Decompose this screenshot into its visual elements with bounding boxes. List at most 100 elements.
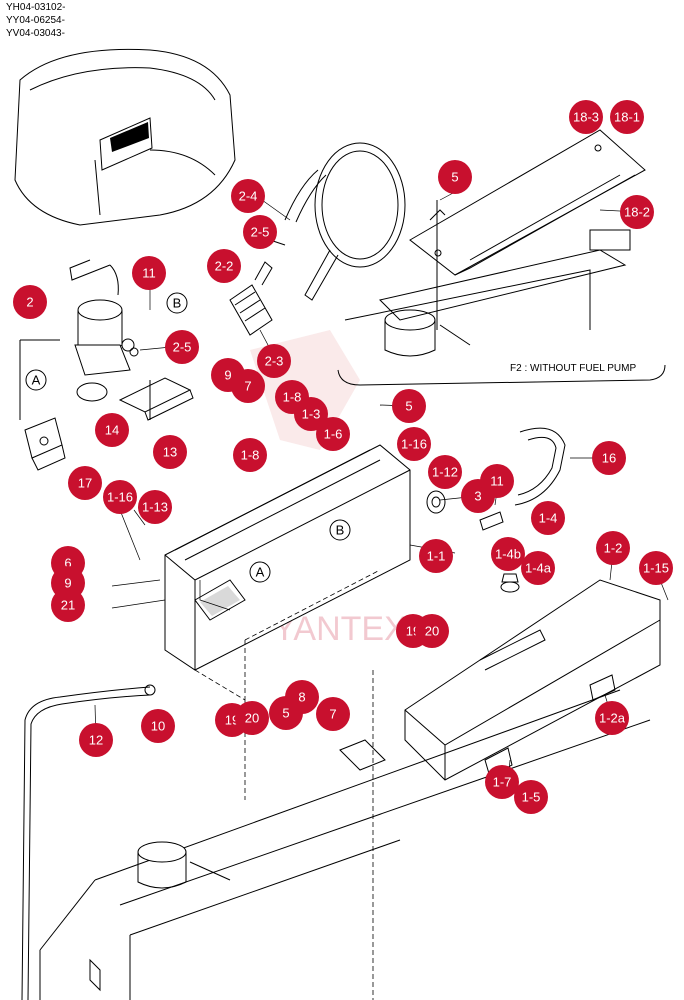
callout-badge [316, 417, 350, 451]
callout-label: 20 [425, 624, 439, 639]
callout-label: 2-5 [173, 340, 192, 355]
callout-label: 1-8 [283, 390, 302, 405]
callout-badge [592, 441, 626, 475]
tank-cover [404, 573, 661, 781]
callout-label: 1-16 [107, 490, 133, 505]
callout-badge [392, 389, 426, 423]
callout-badge [639, 551, 673, 585]
ref-b-tank-label: B [336, 523, 345, 538]
callout-badge [231, 369, 265, 403]
machine-canopy [14, 48, 236, 226]
hose-assembly [426, 427, 566, 531]
fuel-hose-coil [284, 142, 406, 301]
callout-badge [596, 531, 630, 565]
callout-badge [569, 100, 603, 134]
callout-label: 2 [26, 295, 33, 310]
ref-a-tank-label: A [256, 565, 265, 580]
callout-badge [428, 455, 462, 489]
callout-badge [243, 215, 277, 249]
callout-badge [480, 464, 514, 498]
callout-badge [491, 537, 525, 571]
callout-label: 2-5 [251, 225, 270, 240]
callout-label: 11 [142, 266, 156, 281]
callout-label: 1-4a [525, 561, 552, 576]
callout-label: 5 [451, 170, 458, 185]
callout-badge [485, 765, 519, 799]
callout-badge [132, 256, 166, 290]
callout-label: 7 [329, 707, 336, 722]
callout-label: 1-8 [241, 448, 260, 463]
callout-badge [103, 480, 137, 514]
ref-a-tank [249, 561, 271, 583]
callout-label: 3 [474, 489, 481, 504]
ref-b-upper-label: B [173, 296, 182, 311]
ref-b-upper [166, 292, 188, 314]
lower-frame [39, 670, 651, 1000]
callout-badge [595, 701, 629, 735]
fuel-filter [229, 239, 286, 336]
callout-label: 5 [282, 706, 289, 721]
callout-badge [51, 588, 85, 622]
callout-badge [531, 501, 565, 535]
callout-label: 1-2 [604, 541, 623, 556]
callout-label: 1-2a [599, 711, 626, 726]
callout-badge [514, 780, 548, 814]
model-code-3: YV04-03043- [6, 28, 65, 39]
upper-bracket-assembly [379, 129, 646, 330]
callout-badge [13, 285, 47, 319]
fuel-line [21, 684, 156, 1000]
callout-badge [438, 160, 472, 194]
callout-label: 7 [244, 379, 251, 394]
callout-label: 8 [298, 690, 305, 705]
callout-badge [269, 696, 303, 730]
callout-label: 18-1 [614, 110, 640, 125]
callout-label: 20 [245, 711, 259, 726]
callout-badge [68, 466, 102, 500]
pump-bracket [118, 377, 194, 421]
callout-badge [165, 330, 199, 364]
callout-label: 1-3 [302, 407, 321, 422]
callout-label: 1-12 [432, 465, 458, 480]
callout-label: 12 [89, 733, 103, 748]
callout-badge [415, 614, 449, 648]
callout-label: 6 [64, 556, 71, 571]
callout-label: 9 [224, 368, 231, 383]
callout-label: 11 [490, 474, 504, 489]
main-fuel-tank [164, 444, 411, 701]
callout-badge [419, 539, 453, 573]
callout-label: 17 [78, 476, 92, 491]
callout-label: 1-4b [495, 547, 521, 562]
note-without-fuel-pump: F2 : WITHOUT FUEL PUMP [510, 363, 636, 374]
callout-badge [316, 697, 350, 731]
callout-label: 1-4 [539, 511, 558, 526]
callout-badge [620, 195, 654, 229]
callout-label: 13 [163, 445, 177, 460]
callout-label: 1-16 [401, 437, 427, 452]
callout-badge [521, 551, 555, 585]
callout-label: 2-3 [265, 354, 284, 369]
callout-badge [235, 701, 269, 735]
ref-a-left-label: A [32, 373, 41, 388]
callout-label: 1-7 [493, 775, 512, 790]
callout-badge [138, 490, 172, 524]
fuel-pump [69, 259, 139, 402]
callout-badge [153, 435, 187, 469]
upper-fuel-tank [337, 269, 666, 386]
callout-badge [207, 249, 241, 283]
callout-label: 10 [151, 719, 165, 734]
callout-label: 18-2 [624, 205, 650, 220]
callout-badge [233, 438, 267, 472]
callout-badge [294, 397, 328, 431]
callout-badge [610, 100, 644, 134]
ref-b-tank [329, 519, 351, 541]
callout-badge [95, 413, 129, 447]
model-code-1: YH04-03102- [6, 2, 66, 13]
callout-label: 1-6 [324, 427, 343, 442]
callout-label: 1-5 [522, 790, 541, 805]
callout-badge [397, 427, 431, 461]
callout-label: 21 [61, 598, 75, 613]
callout-label: 9 [64, 576, 71, 591]
callout-label: 18-3 [573, 110, 599, 125]
